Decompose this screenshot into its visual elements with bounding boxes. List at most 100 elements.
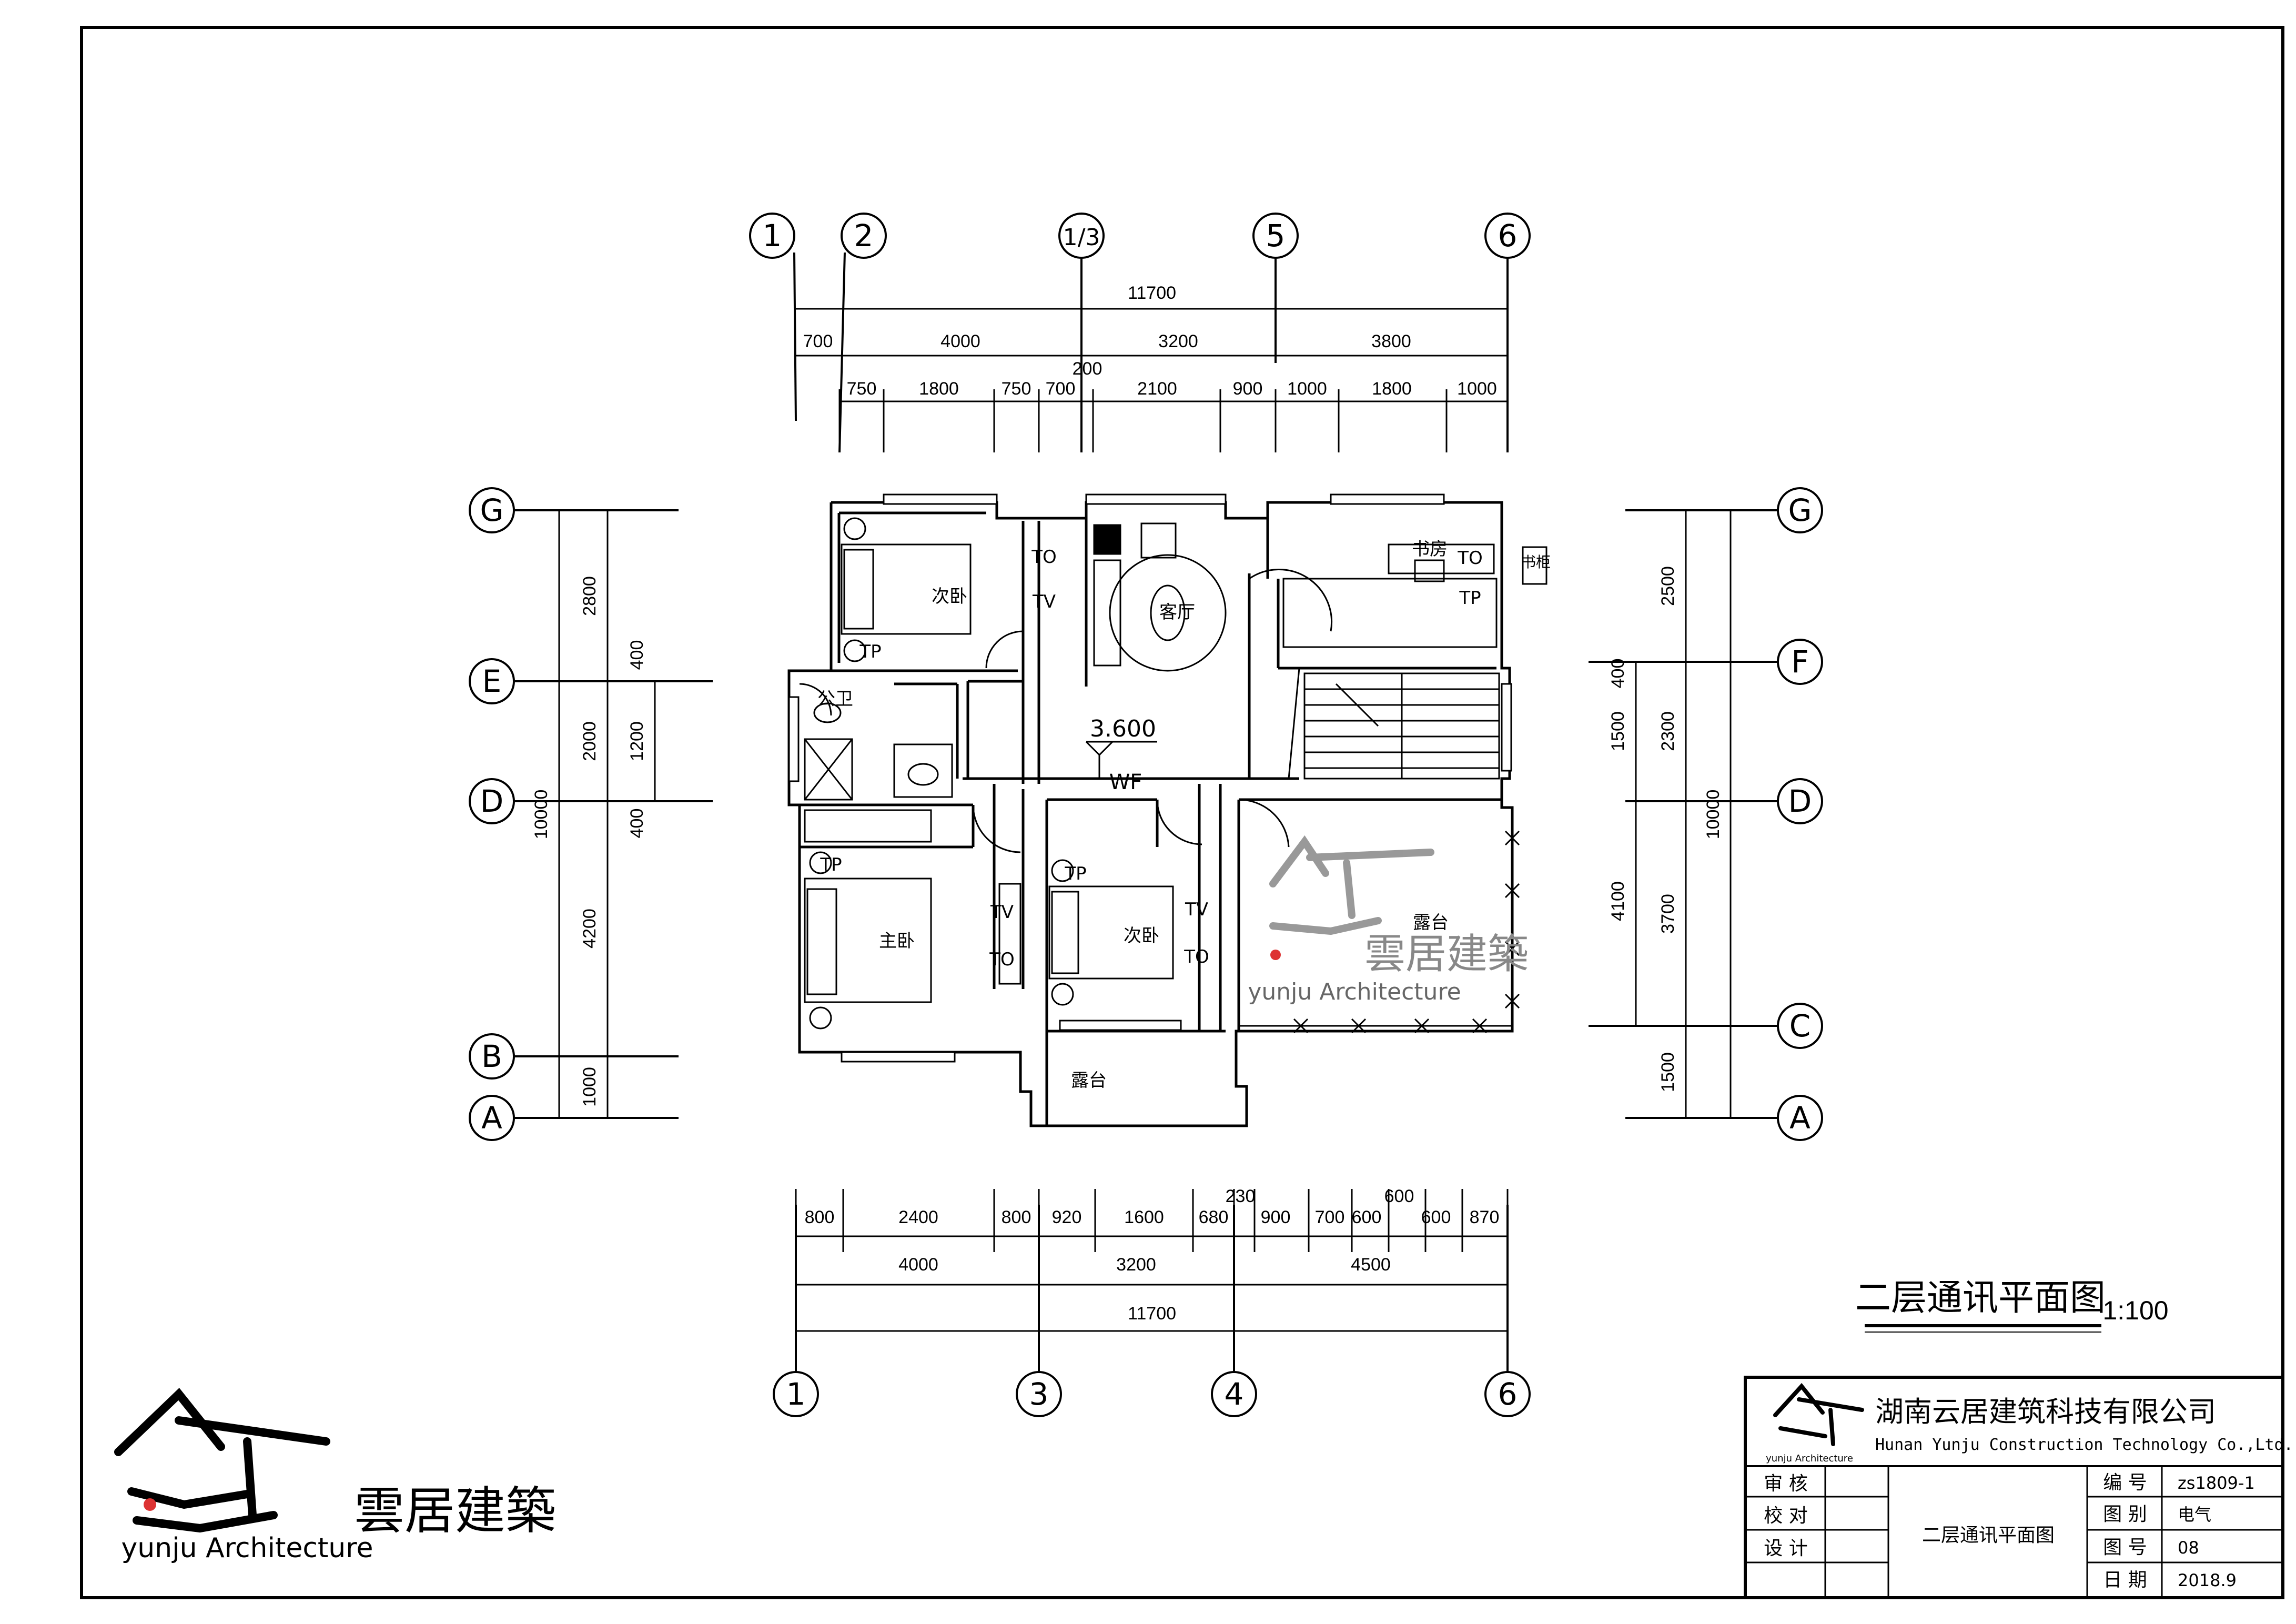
axis-label-bottom-1: 1 — [786, 1376, 806, 1412]
dim-bottom-row1: 1600 — [1124, 1207, 1164, 1227]
watermark-cn: 雲居建築 — [1364, 931, 1529, 978]
outlet-to: TO — [1184, 946, 1209, 967]
bookshelf — [1522, 546, 1547, 585]
dim-bottom-row1: 2400 — [898, 1207, 938, 1227]
dim-top-row3: 900 — [1233, 379, 1263, 399]
outlet-tv: TV — [1185, 899, 1208, 920]
axis-label-right-G: G — [1788, 492, 1812, 528]
outlet-tp: TP — [859, 641, 881, 662]
dim-right-inner: 1500 — [1608, 711, 1628, 751]
railing-marks — [1293, 830, 1520, 1034]
axis-label-bottom-6: 6 — [1498, 1376, 1518, 1412]
room-label-lutai2: 露台 — [1071, 1070, 1107, 1091]
room-label-shufang: 书房 — [1412, 539, 1448, 560]
axis-label-left-D: D — [480, 783, 504, 819]
outlet-tv: TV — [990, 902, 1014, 923]
outlet-tv: TV — [1032, 591, 1056, 612]
dim-bottom-row1: 920 — [1052, 1207, 1082, 1227]
stairs — [1288, 668, 1500, 780]
dim-bottom-row1: 230 — [1226, 1186, 1256, 1206]
tb-field-value: zs1809-1 — [2178, 1473, 2255, 1493]
dim-bottom-row1: 800 — [1002, 1207, 1031, 1227]
dim-bottom-row2: 4000 — [898, 1255, 938, 1275]
windows — [788, 493, 1512, 1063]
dim-top-row2: 3200 — [1158, 331, 1198, 351]
elevation-label: 3.600 — [1090, 715, 1156, 742]
dim-bottom-row1: 600 — [1421, 1207, 1451, 1227]
outlet-to: TO — [989, 949, 1015, 970]
axis-label-right-C: C — [1789, 1008, 1811, 1044]
dim-right: 1500 — [1658, 1052, 1678, 1092]
dim-bottom-row1: 700 — [1315, 1207, 1345, 1227]
dim-bottom-row1: 870 — [1470, 1207, 1500, 1227]
dim-top-row2: 4000 — [940, 331, 980, 351]
axis-label-left-B: B — [481, 1038, 502, 1074]
bed — [841, 543, 972, 635]
dim-top-row3: 200 — [1073, 359, 1103, 379]
tb-field-value: 电气 — [2178, 1505, 2211, 1525]
dim-bottom-row1: 600 — [1352, 1207, 1382, 1227]
company-name-cn: 湖南云居建筑科技有限公司 — [1875, 1395, 2216, 1428]
axis-label-top-6: 6 — [1498, 218, 1518, 254]
axis-bubble-1 — [749, 213, 795, 259]
dim-bottom-row2: 3200 — [1116, 1255, 1156, 1275]
dim-left-inner: 400 — [627, 809, 647, 839]
dim-left-outer: 10000 — [531, 790, 551, 840]
room-label-shugui: 书柜 — [1521, 553, 1551, 571]
outlet-to: TO — [1457, 548, 1483, 569]
dim-top-row3: 2100 — [1137, 379, 1177, 399]
room-label-zhuwo: 主卧 — [879, 931, 915, 952]
dim-top-row3: 1800 — [919, 379, 959, 399]
tb-label-jiaodui: 校 对 — [1764, 1505, 1807, 1527]
dim-bottom-total: 11700 — [1128, 1304, 1176, 1324]
dim-top-total: 11700 — [1128, 283, 1176, 303]
dim-top-row3: 1000 — [1287, 379, 1327, 399]
bed — [1048, 885, 1174, 980]
dim-lines-left — [558, 510, 656, 1118]
tb-label-shenhe: 审 核 — [1764, 1473, 1807, 1495]
outlet-tp: TP — [1064, 863, 1086, 884]
dim-left: 2000 — [580, 721, 600, 761]
dim-top-row3: 700 — [1046, 379, 1076, 399]
dim-bottom-row1: 680 — [1199, 1207, 1229, 1227]
dim-lines-bottom — [795, 1189, 1509, 1332]
dim-right: 2300 — [1658, 711, 1678, 751]
company-name-en: Hunan Yunju Construction Technology Co.,… — [1875, 1436, 2293, 1454]
axis-label-left-G: G — [480, 492, 504, 528]
dim-top-row3: 750 — [1002, 379, 1031, 399]
outlet-to: TO — [1031, 547, 1057, 568]
drawing-scale: 1:100 — [2102, 1296, 2168, 1325]
axis-label-right-F: F — [1791, 644, 1808, 680]
axis-bubble-2 — [841, 213, 887, 259]
dim-right-outer: 10000 — [1703, 790, 1723, 840]
title-block — [1744, 1376, 2284, 1599]
tb-field-label: 图 号 — [2103, 1537, 2147, 1558]
outlet-tp: TP — [820, 854, 842, 875]
dim-right-inner: 4100 — [1608, 881, 1628, 921]
wf-label: WF — [1109, 770, 1142, 794]
watermark-en: yunju Architecture — [1248, 979, 1461, 1005]
dim-left-inner: 1200 — [627, 721, 647, 761]
tb-field-label: 编 号 — [2103, 1472, 2147, 1494]
logo-cn: 雲居建築 — [354, 1481, 556, 1540]
axis-label-top-1-3: 1/3 — [1063, 224, 1100, 251]
dim-top-row3: 750 — [847, 379, 877, 399]
dim-left: 1000 — [580, 1067, 600, 1107]
axis-label-left-A: A — [481, 1100, 502, 1136]
dim-lines-right — [1635, 510, 1732, 1118]
floor-plan-walls — [787, 501, 1514, 1127]
axis-label-bottom-4: 4 — [1225, 1376, 1244, 1412]
dim-left: 2800 — [580, 576, 600, 616]
axis-label-bottom-3: 3 — [1029, 1376, 1049, 1412]
dim-right-inner: 400 — [1608, 659, 1628, 689]
dim-bottom-row1: 600 — [1384, 1186, 1414, 1206]
dim-bottom-row2: 4500 — [1351, 1255, 1391, 1275]
outlet-tp: TP — [1459, 588, 1481, 609]
tb-field-value: 08 — [2178, 1538, 2199, 1558]
tb-drawing-name: 二层通讯平面图 — [1922, 1525, 2055, 1546]
dim-left-inner: 400 — [627, 640, 647, 670]
dim-top-row3: 1800 — [1372, 379, 1412, 399]
axis-label-left-E: E — [482, 663, 502, 699]
logo-en: yunju Architecture — [122, 1532, 373, 1564]
